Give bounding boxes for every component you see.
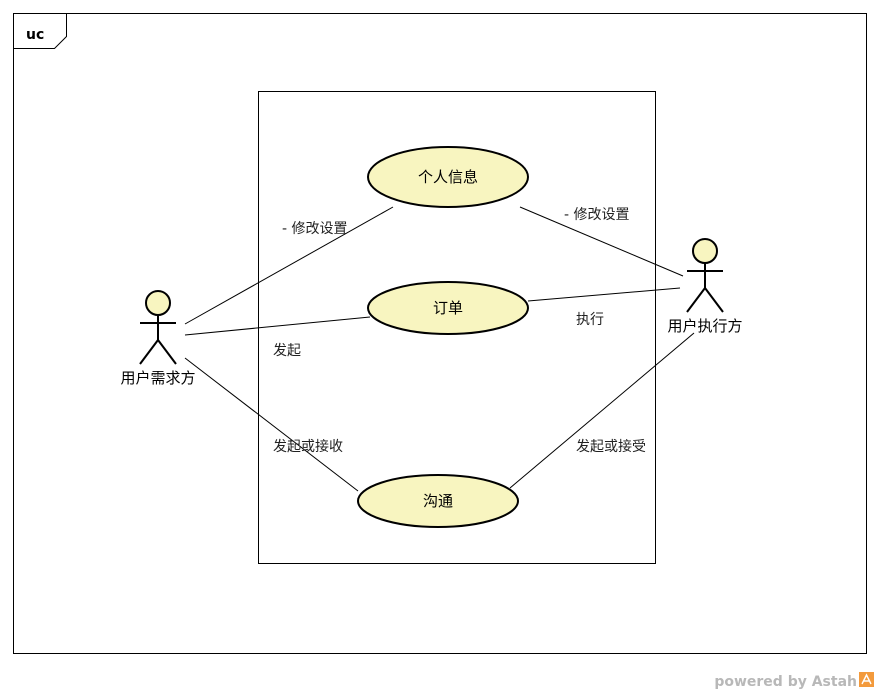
actor-executor-label: 用户执行方 xyxy=(667,317,742,335)
use-case-order-label: 订单 xyxy=(433,299,463,317)
frame-tag: uc xyxy=(26,27,44,43)
astah-logo-glyph xyxy=(861,673,872,685)
actor-demander[interactable] xyxy=(139,290,177,365)
use-case-personal-info[interactable] xyxy=(367,146,529,208)
actor-executor-right-leg xyxy=(704,287,724,313)
actor-demander-right-leg xyxy=(157,339,177,365)
actor-executor-left-leg xyxy=(686,287,706,313)
use-case-communication-label: 沟通 xyxy=(423,492,453,510)
assoc-label-demander-order: 发起 xyxy=(273,343,301,359)
actor-demander-label: 用户需求方 xyxy=(120,369,195,387)
assoc-label-demander-communication: 发起或接收 xyxy=(273,438,343,455)
assoc-line-demander-personal-info xyxy=(184,206,394,325)
assoc-line-demander-communication xyxy=(184,357,359,492)
actor-executor-head xyxy=(692,238,718,264)
assoc-line-executor-order xyxy=(527,287,681,302)
actor-executor[interactable] xyxy=(686,238,724,313)
use-case-personal-info-label: 个人信息 xyxy=(418,168,478,186)
assoc-label-executor-communication: 发起或接受 xyxy=(576,438,646,455)
assoc-label-demander-personal-info: - 修改设置 xyxy=(282,221,348,237)
use-case-communication[interactable] xyxy=(357,474,519,528)
use-case-order[interactable] xyxy=(367,281,529,335)
frame-tag-box xyxy=(13,13,67,49)
brand-watermark: powered by Astah xyxy=(714,674,857,690)
actor-demander-head xyxy=(145,290,171,316)
actor-demander-left-leg xyxy=(139,339,159,365)
assoc-line-executor-communication xyxy=(509,332,695,489)
assoc-line-demander-order xyxy=(184,316,371,336)
assoc-label-executor-order: 执行 xyxy=(576,312,604,328)
assoc-line-executor-personal-info xyxy=(519,206,684,277)
assoc-label-executor-personal-info: - 修改设置 xyxy=(564,207,630,223)
